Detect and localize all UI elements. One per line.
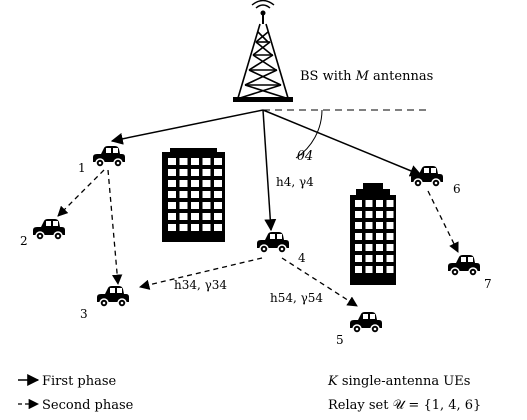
building-window <box>386 244 394 251</box>
ue-3-car-icon <box>96 285 130 308</box>
building-window <box>376 211 383 218</box>
building-window <box>214 180 222 187</box>
building-window <box>386 255 394 262</box>
ue-4-car-icon <box>256 231 290 254</box>
building-window <box>365 266 373 273</box>
building-window <box>355 255 362 262</box>
ue-1-label: 1 <box>78 161 86 175</box>
building-left-icon <box>162 148 225 242</box>
building-window <box>168 191 176 198</box>
building-window <box>355 266 362 273</box>
second-phase-arrow-6-to-7 <box>427 190 459 253</box>
building-window <box>365 211 373 218</box>
building-window <box>355 222 362 229</box>
second-phase-arrow-4-to-3 <box>138 257 263 290</box>
building-window <box>365 233 373 240</box>
building-window <box>179 169 188 176</box>
ue-3-label: 3 <box>80 307 88 321</box>
building-window <box>168 158 176 165</box>
angle-arc <box>295 109 323 159</box>
building-window <box>191 202 199 209</box>
building-window <box>386 222 394 229</box>
building-window <box>355 244 362 251</box>
building-window <box>191 224 199 231</box>
building-window <box>355 233 362 240</box>
building-window <box>376 233 383 240</box>
building-window <box>202 180 211 187</box>
building-window <box>214 158 222 165</box>
ue-5-label: 5 <box>336 333 344 347</box>
ue-6-label: 6 <box>453 182 461 196</box>
legend-relay-set: Relay set 𝒰 = {1, 4, 6} <box>328 398 481 413</box>
building-window <box>365 255 373 262</box>
building-window <box>179 213 188 220</box>
ue-6-car-icon <box>410 165 444 188</box>
building-window <box>202 224 211 231</box>
building-window <box>191 191 199 198</box>
building-window <box>179 180 188 187</box>
base-station-tower-icon <box>233 0 293 102</box>
first-phase-arrow-to-ue1 <box>110 109 264 145</box>
building-window <box>376 255 383 262</box>
ue-7-label: 7 <box>484 277 492 291</box>
building-window <box>202 213 211 220</box>
building-window <box>386 266 394 273</box>
building-window <box>179 224 188 231</box>
building-window <box>376 244 383 251</box>
building-window <box>214 169 222 176</box>
ue-4-label: 4 <box>298 251 306 265</box>
building-window <box>365 222 373 229</box>
building-window <box>355 211 362 218</box>
channel-label-h4: h4, γ4 <box>276 175 314 189</box>
building-window <box>365 244 373 251</box>
building-window <box>214 191 222 198</box>
first-phase-arrow-to-ue4 <box>262 109 277 232</box>
building-window <box>168 169 176 176</box>
ue-5-car-icon <box>349 311 383 334</box>
ue-2-label: 2 <box>20 234 28 248</box>
building-window <box>386 211 394 218</box>
building-window <box>202 202 211 209</box>
legend-second-phase: Second phase <box>42 398 134 413</box>
building-window <box>168 180 176 187</box>
building-window <box>214 213 222 220</box>
second-phase-arrow-1-to-3 <box>107 169 123 286</box>
building-window <box>168 224 176 231</box>
ue-7-car-icon <box>447 254 481 277</box>
building-window <box>376 200 383 207</box>
building-window <box>191 169 199 176</box>
building-window <box>386 200 394 207</box>
building-window <box>214 224 222 231</box>
legend-ue-count: K single-antenna UEs <box>327 374 470 389</box>
channel-label-h34: h34, γ34 <box>174 278 227 292</box>
building-window <box>202 169 211 176</box>
building-window <box>168 213 176 220</box>
legend-first-phase: First phase <box>42 374 117 389</box>
building-window <box>355 200 362 207</box>
building-window <box>386 233 394 240</box>
building-window <box>376 222 383 229</box>
ue-1-car-icon <box>92 145 126 168</box>
building-window <box>365 200 373 207</box>
building-window <box>179 191 188 198</box>
building-window <box>202 158 211 165</box>
building-window <box>202 191 211 198</box>
building-window <box>191 180 199 187</box>
building-window <box>214 202 222 209</box>
first-phase-arrow-to-ue6 <box>262 109 423 177</box>
base-station-label: BS with M antennas <box>300 69 433 84</box>
building-window <box>179 158 188 165</box>
building-window <box>191 158 199 165</box>
ue-2-car-icon <box>32 218 66 241</box>
second-phase-arrow-4-to-5 <box>281 257 358 307</box>
building-window <box>168 202 176 209</box>
building-right-icon <box>350 183 396 285</box>
angle-label: θ4 <box>297 149 313 164</box>
channel-label-h54: h54, γ54 <box>270 291 323 305</box>
building-window <box>191 213 199 220</box>
building-window <box>179 202 188 209</box>
second-phase-arrow-1-to-2 <box>57 169 105 217</box>
building-window <box>376 266 383 273</box>
